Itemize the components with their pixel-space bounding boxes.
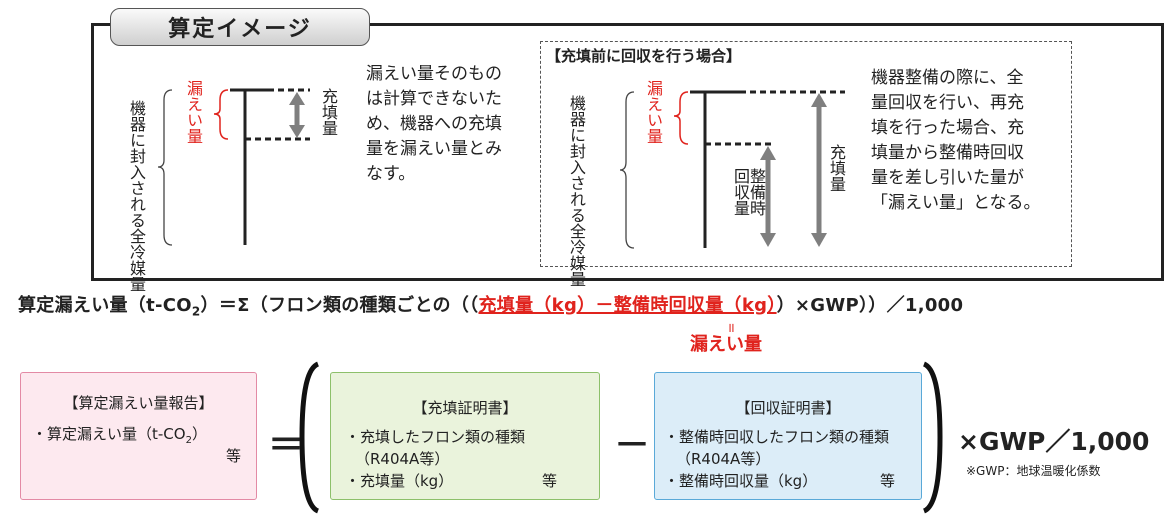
- calculation-image-frame: [91, 23, 1164, 281]
- total-bracket: [157, 89, 173, 246]
- recovery-certificate: [654, 372, 922, 500]
- recovery-cert-etc: 等: [880, 472, 896, 490]
- report-title: 【算定漏えい量報告】: [63, 394, 214, 412]
- case-heading: 【充填前に回収を行う場合】: [546, 47, 742, 65]
- left-leak-label: 漏えい量: [184, 80, 203, 144]
- left-description: 漏えい量そのもの は計算できないた め、機器への充填 量を漏えい量とみ なす。: [366, 64, 502, 184]
- total-bracket: [619, 91, 635, 249]
- recovery-cert-title: 【回収証明書】: [735, 399, 841, 417]
- fill-cert-title: 【充填証明書】: [412, 399, 518, 417]
- leak-bracket: [673, 91, 689, 145]
- recovery-cert-line1: ・整備時回収したフロン類の種類: [664, 428, 890, 446]
- gwp-note: ※GWP：地球温暖化係数: [966, 464, 1101, 478]
- recovery-cert-line2: （R404A等）: [676, 450, 771, 468]
- report-etc: 等: [226, 447, 242, 465]
- leak-formula: 算定漏えい量（t-CO2）＝Σ（フロン類の種類ごとの（（充填量（kg）－整備時回…: [18, 295, 964, 319]
- gwp-expression: ×GWP／1,000: [958, 427, 1150, 456]
- left-diagram: [157, 88, 310, 246]
- right-description: 機器整備の際に、全 量回収を行い、再充 填を行った場合、充 填量から整備時回収 …: [871, 68, 1041, 213]
- big-parentheses: [299, 361, 943, 514]
- right-diagram: [619, 90, 845, 249]
- left-total-label: 機器に封入される全冷媒量: [127, 100, 146, 292]
- leak-bracket: [213, 89, 229, 140]
- fill-certificate: [330, 372, 600, 500]
- section-title: 算定イメージ: [110, 8, 370, 46]
- fill-cert-etc: 等: [542, 472, 558, 490]
- right-recovery-label: 整備時回収量: [731, 168, 766, 216]
- right-fill-label: 充填量: [827, 144, 846, 192]
- equals-operator: ＝: [268, 425, 305, 466]
- fill-cert-line1: ・充填したフロン類の種類: [345, 428, 526, 446]
- recovery-cert-line3: ・整備時回収量（kg）: [664, 472, 818, 490]
- report-box: [20, 372, 257, 500]
- right-total-label: 機器に封入される全冷媒量: [567, 95, 586, 287]
- equals-mark: ॥: [727, 321, 735, 336]
- recovery-case-box: [540, 41, 1072, 267]
- fill-cert-line2: （R404A等）: [355, 450, 450, 468]
- right-leak-label: 漏えい量: [644, 80, 663, 144]
- minus-operator: －: [614, 425, 651, 466]
- left-fill-label: 充填量: [319, 88, 338, 136]
- fill-cert-line3: ・充填量（kg）: [345, 472, 454, 490]
- formula-highlight: 充填量（kg）－整備時回収量（kg）: [478, 295, 777, 316]
- report-line: ・算定漏えい量（t-CO2）: [32, 425, 207, 446]
- formula-note: 漏えい量: [690, 334, 762, 355]
